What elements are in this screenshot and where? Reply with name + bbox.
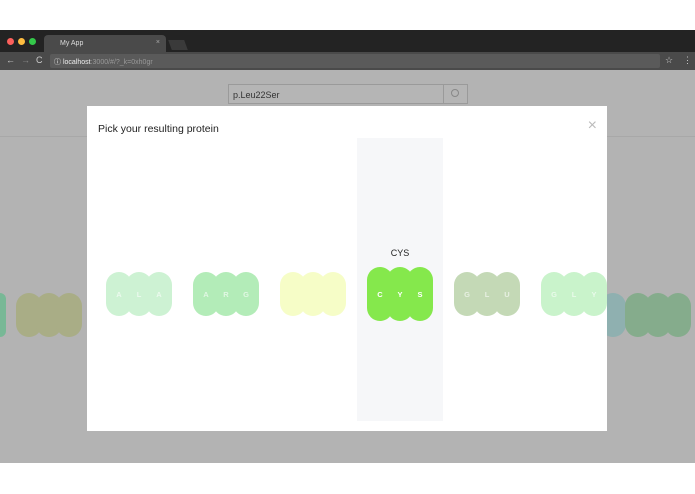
url-path: :3000/#/?_k=0xh0gr <box>90 59 153 66</box>
codon-pill <box>665 293 691 337</box>
codon-pill: G <box>233 272 259 316</box>
codon-pill: A <box>146 272 172 316</box>
url-field[interactable]: ⓘ localhost:3000/#/?_k=0xh0gr <box>50 54 660 68</box>
minimize-window-button[interactable] <box>18 38 25 45</box>
codon-pill <box>56 293 82 337</box>
search-input[interactable]: p.Leu22Ser <box>228 84 468 104</box>
search-value: p.Leu22Ser <box>233 90 280 100</box>
codon-pill <box>0 293 6 337</box>
maximize-window-button[interactable] <box>29 38 36 45</box>
url-host: localhost <box>62 59 91 66</box>
info-icon: ⓘ <box>54 59 61 66</box>
search-icon <box>451 89 459 97</box>
protein-option[interactable] <box>280 272 346 316</box>
codon-pill: U <box>494 272 520 316</box>
background-protein-option <box>0 293 6 337</box>
close-icon[interactable]: × <box>587 117 597 134</box>
browser-menu-icon[interactable]: ⋮ <box>683 55 692 65</box>
codon-pill: Y <box>581 272 607 316</box>
background-protein-option <box>16 293 82 337</box>
browser-tab[interactable]: My App × <box>44 35 166 52</box>
new-tab-button[interactable] <box>168 40 188 50</box>
back-icon[interactable]: ← <box>6 55 15 65</box>
close-window-button[interactable] <box>7 38 14 45</box>
address-bar-row: ← → C ⓘ localhost:3000/#/?_k=0xh0gr ☆ ⋮ <box>0 52 695 70</box>
tab-close-icon[interactable]: × <box>155 39 160 46</box>
tab-title: My App <box>60 40 84 47</box>
forward-icon[interactable]: → <box>21 55 30 65</box>
selected-protein-label: CYS <box>390 248 410 258</box>
bookmark-star-icon[interactable]: ☆ <box>665 55 674 65</box>
codon-pill: S <box>407 267 433 321</box>
background-protein-option <box>625 293 691 337</box>
browser-tab-bar: My App × <box>0 30 695 52</box>
codon-pill <box>320 272 346 316</box>
modal-title: Pick your resulting protein <box>98 123 219 135</box>
search-button[interactable] <box>443 85 467 103</box>
reload-icon[interactable]: C <box>36 55 43 65</box>
